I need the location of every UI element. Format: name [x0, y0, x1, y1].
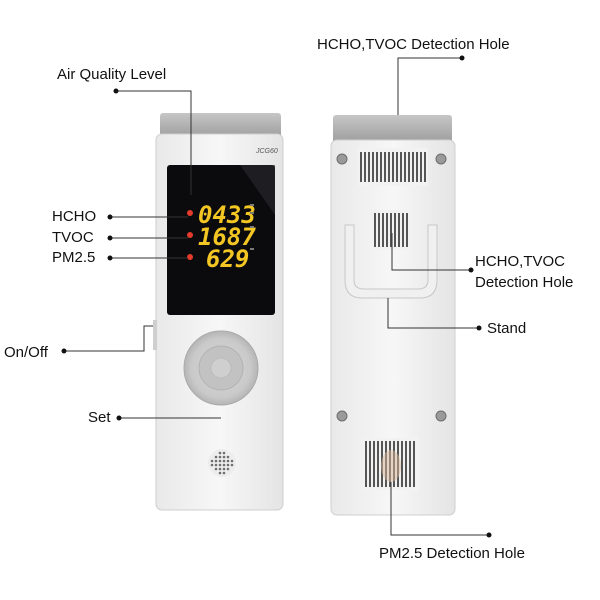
speaker-hole — [226, 455, 230, 459]
callout-dots — [61, 55, 492, 538]
speaker-hole — [230, 459, 234, 463]
speaker-hole — [218, 459, 222, 463]
pm25-label: PM2.5 — [52, 249, 96, 266]
set-label: Set — [88, 409, 111, 426]
speaker-hole — [218, 451, 222, 455]
tvoc-label: TVOC — [52, 229, 94, 246]
speaker-hole — [226, 459, 230, 463]
speaker-hole — [218, 471, 222, 475]
hcho-label: HCHO — [52, 208, 97, 225]
pm25-indicator-led — [187, 254, 193, 260]
back-detection-hole-label-line2: Detection Hole — [475, 274, 574, 291]
speaker-hole — [222, 463, 226, 467]
speaker-hole — [214, 463, 218, 467]
speaker-hole — [210, 459, 214, 463]
speaker-hole — [222, 471, 226, 475]
stand[interactable] — [344, 224, 438, 299]
speaker-hole — [226, 463, 230, 467]
speaker-hole — [218, 455, 222, 459]
speaker-hole — [214, 455, 218, 459]
speaker-hole — [222, 455, 226, 459]
speaker-hole — [218, 467, 222, 471]
speaker-hole — [218, 463, 222, 467]
back-top-cap — [333, 115, 452, 143]
callout-lines — [64, 57, 489, 536]
model-name: JCG60 — [255, 148, 278, 155]
air-quality-level-label: Air Quality Level — [57, 66, 167, 83]
on-off-switch[interactable] — [153, 320, 157, 350]
pm25-detection-hole-label: PM2.5 Detection Hole — [379, 545, 525, 562]
speaker-grille — [208, 449, 236, 477]
hcho-reading: 0433 — [198, 201, 256, 229]
tvoc-indicator-led — [187, 232, 193, 238]
tvoc-reading: 1687 — [198, 223, 256, 251]
back-device — [330, 115, 456, 516]
stand-label: Stand — [487, 320, 527, 337]
hcho-indicator-led — [187, 210, 193, 216]
back-detection-hole-label-line1: HCHO,TVOC — [475, 253, 565, 270]
speaker-hole — [214, 459, 218, 463]
on-off-label: On/Off — [4, 344, 48, 361]
speaker-hole — [222, 451, 226, 455]
front-device: 0433 1687 629 JCG60 — [153, 113, 284, 511]
speaker-hole — [222, 467, 226, 471]
front-top-cap — [160, 113, 281, 138]
pm25-reading: 629 — [206, 245, 249, 273]
speaker-hole — [214, 467, 218, 471]
display-screen — [167, 165, 275, 315]
speaker-hole — [226, 467, 230, 471]
top-detection-hole-label: HCHO,TVOC Detection Hole — [317, 36, 510, 53]
speaker-hole — [222, 459, 226, 463]
speaker-hole — [210, 463, 214, 467]
speaker-hole — [230, 463, 234, 467]
